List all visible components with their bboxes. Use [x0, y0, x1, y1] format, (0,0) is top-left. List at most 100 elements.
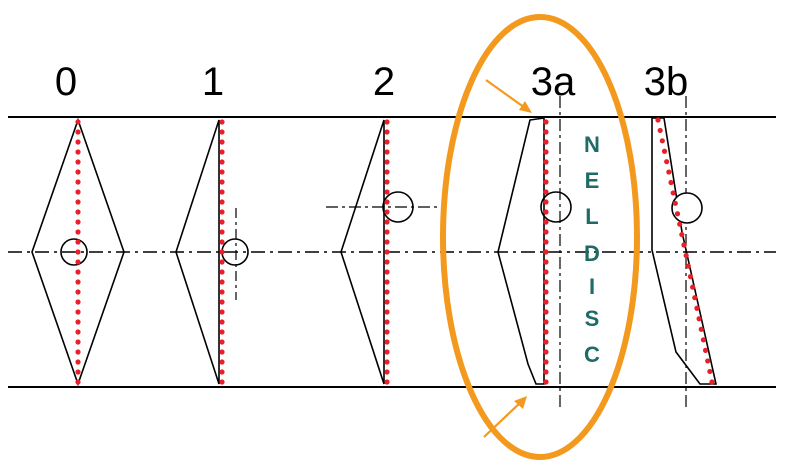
red-dot	[219, 309, 225, 315]
red-dot	[75, 239, 81, 245]
stage-3a-circle	[540, 191, 572, 223]
red-dot	[75, 289, 81, 295]
red-dot	[679, 231, 685, 238]
red-dot	[384, 209, 390, 215]
red-dot	[219, 259, 225, 265]
stage-3a-dots	[543, 119, 549, 385]
red-dot	[694, 305, 700, 311]
red-dot	[681, 242, 687, 248]
red-dot	[543, 339, 549, 345]
red-dot	[219, 119, 225, 125]
neldisc-letter-d: D	[584, 241, 600, 266]
red-dot	[75, 279, 81, 285]
red-dot	[543, 119, 549, 125]
red-dot	[705, 358, 711, 364]
neldisc-text: N E L D I S C	[584, 132, 600, 367]
stage-2-shape	[326, 119, 438, 385]
red-dot	[219, 199, 225, 205]
red-dot	[384, 149, 390, 155]
red-dot	[75, 269, 81, 275]
red-dot	[543, 379, 549, 385]
red-dot	[75, 369, 81, 375]
red-dot	[75, 219, 81, 225]
red-dot	[75, 139, 81, 145]
red-dot	[384, 259, 390, 265]
red-dot	[543, 229, 549, 235]
red-dot	[683, 252, 689, 259]
red-dot	[543, 369, 549, 375]
red-dot	[75, 189, 81, 195]
red-dot	[543, 249, 549, 255]
red-dot	[690, 284, 696, 290]
red-dot	[685, 263, 691, 269]
red-dot	[75, 179, 81, 185]
red-dot	[219, 209, 225, 215]
red-dot	[702, 347, 709, 353]
red-dot	[384, 319, 390, 325]
red-dot	[75, 169, 81, 175]
red-dot	[219, 269, 225, 275]
red-dot	[219, 229, 225, 235]
red-dot	[666, 169, 672, 175]
red-dot	[75, 249, 81, 255]
red-dot	[543, 129, 549, 135]
red-dot	[219, 239, 225, 245]
red-dot	[219, 249, 225, 255]
red-dot	[384, 359, 390, 365]
top-arrow	[485, 79, 532, 113]
red-dot	[219, 149, 225, 155]
red-dot	[384, 339, 390, 345]
stage-3b-shape	[651, 96, 717, 410]
neldisc-letter-i: I	[589, 274, 595, 299]
red-dot	[75, 349, 81, 355]
stage-2-dots	[384, 119, 390, 385]
red-dot	[75, 319, 81, 325]
red-dot	[677, 221, 683, 227]
red-dot	[219, 219, 225, 225]
red-dot	[384, 249, 390, 255]
red-dot	[219, 129, 225, 135]
red-dot	[384, 169, 390, 175]
neldisc-letter-c: C	[584, 342, 600, 367]
stage-label-3a: 3a	[531, 60, 576, 104]
red-dot	[219, 139, 225, 145]
red-dot	[661, 148, 668, 154]
red-dot	[670, 190, 676, 196]
red-dot	[75, 259, 81, 265]
red-dot	[543, 209, 549, 215]
red-dot	[384, 299, 390, 305]
red-dot	[543, 179, 549, 185]
red-dot	[659, 138, 665, 144]
red-dot	[384, 289, 390, 295]
red-dot	[219, 379, 225, 385]
stage-label-3b: 3b	[644, 60, 689, 104]
red-dot	[384, 189, 390, 195]
red-dot	[75, 159, 81, 165]
red-dot	[543, 139, 549, 145]
red-dot	[384, 199, 390, 205]
red-dot	[219, 359, 225, 365]
red-dot	[75, 209, 81, 215]
red-dot	[75, 359, 81, 365]
red-dot	[384, 269, 390, 275]
red-dot	[543, 199, 549, 205]
red-dot	[384, 229, 390, 235]
red-dot	[219, 279, 225, 285]
red-dot	[75, 379, 81, 385]
red-dot	[384, 239, 390, 245]
red-dot	[696, 316, 702, 322]
red-dot	[219, 339, 225, 345]
red-dot	[75, 309, 81, 315]
red-dot	[219, 349, 225, 355]
red-dot	[219, 299, 225, 305]
red-dot	[219, 159, 225, 165]
stage-1-dots	[219, 119, 225, 385]
neldisc-letter-l: L	[585, 204, 598, 229]
stage-2-circle	[382, 191, 414, 223]
bottom-arrow	[483, 396, 527, 438]
stage-3a-shape	[497, 96, 572, 410]
red-dot	[698, 326, 704, 332]
red-dot	[700, 337, 706, 343]
